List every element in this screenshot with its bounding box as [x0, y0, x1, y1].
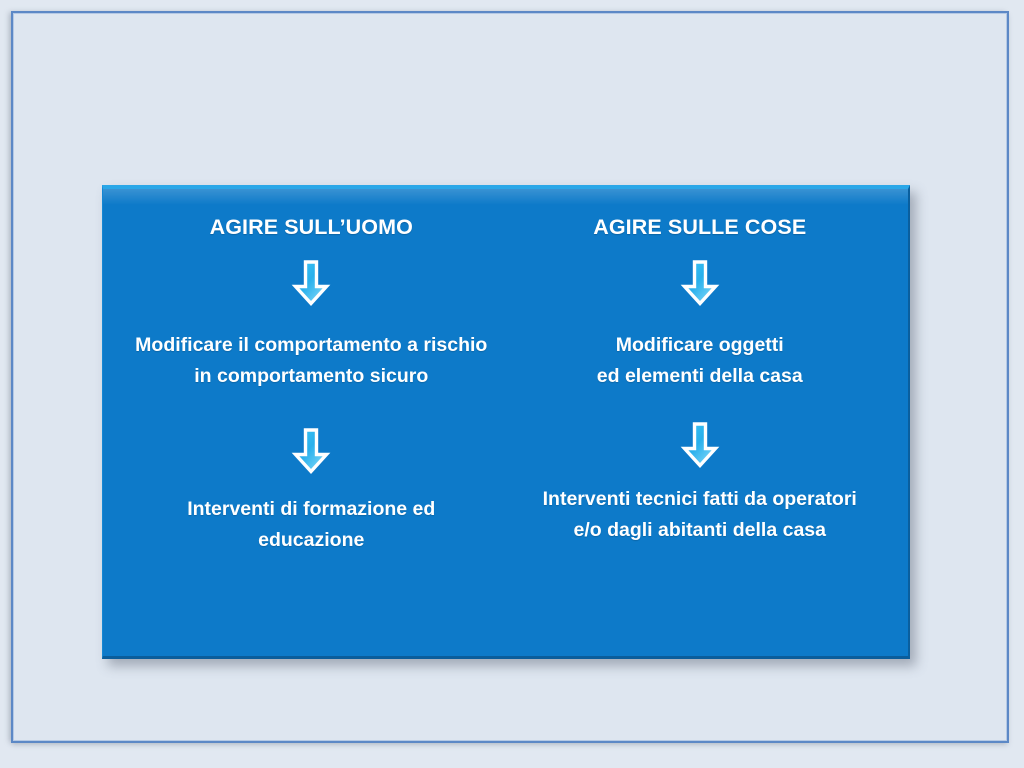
down-arrow-icon [680, 422, 720, 469]
down-arrow-icon [291, 260, 331, 306]
column-heading-right: AGIRE SULLE COSE [593, 215, 807, 239]
slide-border-frame: AGIRE SULL’UOMO [11, 11, 1009, 743]
column-text-left-2: Interventi di formazione ed educazione [187, 498, 436, 552]
content-panel: AGIRE SULL’UOMO [102, 185, 910, 659]
column-heading-left: AGIRE SULL’UOMO [209, 215, 413, 239]
column-agire-sull-uomo: AGIRE SULL’UOMO [117, 215, 506, 656]
down-arrow-icon [680, 260, 720, 306]
column-text-right-2: Interventi tecnici fatti da operatori e/… [542, 488, 857, 542]
column-agire-sulle-cose: AGIRE SULLE COSE [506, 215, 895, 656]
down-arrow-icon [291, 428, 331, 475]
column-text-left-1: Modificare il comportamento a rischio in… [135, 333, 488, 387]
column-text-right-1: Modificare oggetti ed elementi della cas… [596, 333, 803, 387]
two-column-layout: AGIRE SULL’UOMO [103, 189, 908, 656]
